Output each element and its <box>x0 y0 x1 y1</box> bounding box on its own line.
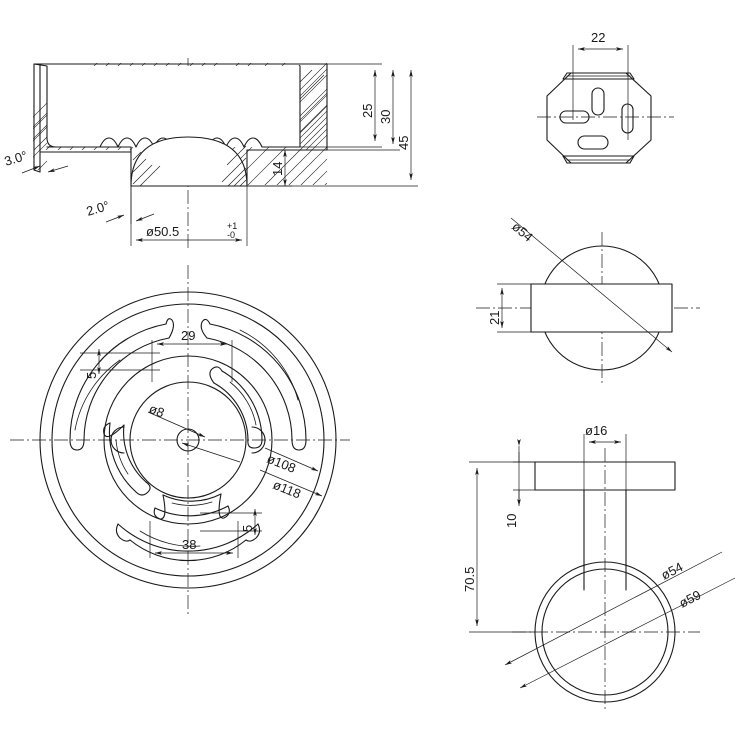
section-wall-right-hatch <box>300 63 327 150</box>
dim-5-upper: 5 <box>80 349 160 379</box>
octagon-slot-left <box>559 110 590 124</box>
plan-circle-108 <box>51 303 325 577</box>
section-wall-left-hatch <box>33 69 47 170</box>
svg-text:22: 22 <box>591 30 605 45</box>
section-clear-right <box>229 187 340 250</box>
plan-side-holes <box>110 426 266 454</box>
svg-text:+1: +1 <box>227 221 237 231</box>
dim-diameter-8: ø8 <box>147 401 241 463</box>
octagon-bottom-band <box>562 155 635 164</box>
svg-text:2.0°: 2.0° <box>84 198 111 219</box>
plan-inner-circle <box>129 381 247 499</box>
svg-text:25: 25 <box>360 104 375 118</box>
plan-center-hole-8 <box>176 428 200 452</box>
dim-29: 29 <box>151 328 233 382</box>
svg-text:5: 5 <box>84 372 99 379</box>
section-left-bottom-tip <box>33 169 41 173</box>
plan-view-bottom-left: 29 5 ø8 ø108 ø118 38 <box>10 265 350 615</box>
tee-flange <box>534 461 676 491</box>
circle-bar-view-mid-right: ø54 21 <box>476 217 700 385</box>
dim-diameter-108: ø108 <box>264 447 319 476</box>
dim-22: 22 <box>572 30 629 140</box>
dim-angle-3deg: 3.0° <box>2 148 69 174</box>
dim-45: 45 <box>247 70 418 187</box>
section-boss-hatch <box>132 145 247 187</box>
dim-16: ø16 <box>583 423 627 492</box>
plan-outer-arc-slots <box>69 318 307 562</box>
svg-text:ø118: ø118 <box>271 477 303 502</box>
circlebar-bar <box>530 283 673 333</box>
dim-5-lower: 5 <box>200 509 262 535</box>
svg-text:-0: -0 <box>227 230 235 240</box>
section-view-top-left: 3.0° 2.0° 14 25 30 <box>2 58 418 250</box>
svg-text:5: 5 <box>240 525 255 532</box>
tee-circle-54 <box>541 568 669 696</box>
svg-text:14: 14 <box>270 162 285 176</box>
svg-text:ø50.5: ø50.5 <box>146 224 179 239</box>
svg-text:70.5: 70.5 <box>462 567 477 592</box>
circlebar-bar-fill <box>531 284 672 332</box>
dim-50-5: ø50.5 +1 -0 <box>130 186 248 246</box>
dim-30: 30 <box>327 70 400 151</box>
svg-text:ø108: ø108 <box>265 451 298 476</box>
section-dome-arc <box>130 136 248 187</box>
svg-text:29: 29 <box>181 328 195 343</box>
octagon-slot-right <box>621 103 634 134</box>
plan-inner-arc-slots <box>103 366 263 520</box>
dim-tee-59: ø59 <box>519 577 736 689</box>
dim-25: 25 <box>300 63 382 148</box>
svg-text:ø54: ø54 <box>509 219 536 245</box>
plan-mid-circle <box>103 355 273 525</box>
octagon-slot-top <box>591 87 605 116</box>
dim-10: 10 <box>504 439 586 528</box>
svg-text:ø59: ø59 <box>677 587 704 611</box>
svg-text:3.0°: 3.0° <box>2 148 29 169</box>
section-cavity <box>47 66 300 147</box>
svg-text:ø8: ø8 <box>147 401 167 421</box>
tee-view-bottom-right: ø16 10 70.5 ø54 ø59 <box>462 423 736 712</box>
svg-text:21: 21 <box>487 311 502 325</box>
svg-text:30: 30 <box>378 110 393 124</box>
dim-38: 38 <box>149 521 239 558</box>
octagon-slot-bottom <box>577 135 609 150</box>
section-clear-left <box>33 152 148 250</box>
section-dome-fill <box>131 137 247 186</box>
svg-text:ø54: ø54 <box>659 559 686 583</box>
svg-text:ø16: ø16 <box>585 423 607 438</box>
dim-tee-54: ø54 <box>504 551 723 666</box>
dim-21: 21 <box>487 283 535 333</box>
svg-text:10: 10 <box>504 514 519 528</box>
svg-text:45: 45 <box>396 136 411 150</box>
svg-text:38: 38 <box>182 537 196 552</box>
octagon-view-top-right: 22 <box>537 30 674 164</box>
plan-outer-circle-118 <box>39 291 337 589</box>
dim-70-5: 70.5 <box>462 461 538 633</box>
